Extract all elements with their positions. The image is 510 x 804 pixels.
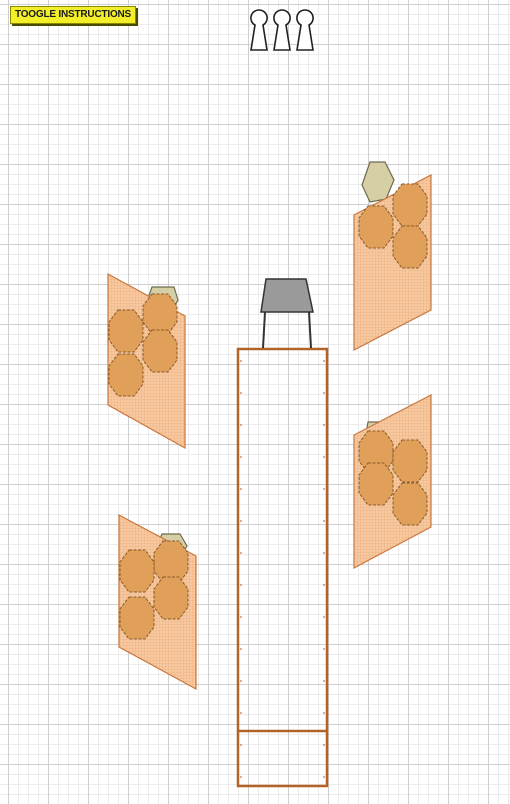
target-head — [362, 162, 394, 202]
shooter-stand[interactable] — [261, 279, 313, 348]
target-hit-zone[interactable] — [143, 294, 177, 334]
target-board[interactable] — [354, 162, 431, 350]
target-hit-zone[interactable] — [393, 226, 427, 268]
target-board[interactable] — [108, 274, 185, 448]
target-hit-zone[interactable] — [359, 206, 393, 248]
target-hit-zone[interactable] — [120, 597, 154, 639]
target-hit-zone[interactable] — [359, 463, 393, 505]
target-hit-zone[interactable] — [393, 483, 427, 525]
target-hit-zone[interactable] — [109, 354, 143, 396]
launch-lane — [238, 349, 327, 786]
target-hit-zone[interactable] — [120, 550, 154, 592]
target-hit-zone[interactable] — [143, 330, 177, 372]
target-hit-zone[interactable] — [393, 440, 427, 482]
target-board[interactable] — [354, 395, 431, 568]
target-hit-zone[interactable] — [154, 541, 188, 583]
target-board[interactable] — [119, 515, 196, 689]
target-hit-zone[interactable] — [393, 184, 427, 226]
target-hit-zone[interactable] — [109, 310, 143, 352]
target-hit-zone[interactable] — [154, 577, 188, 619]
